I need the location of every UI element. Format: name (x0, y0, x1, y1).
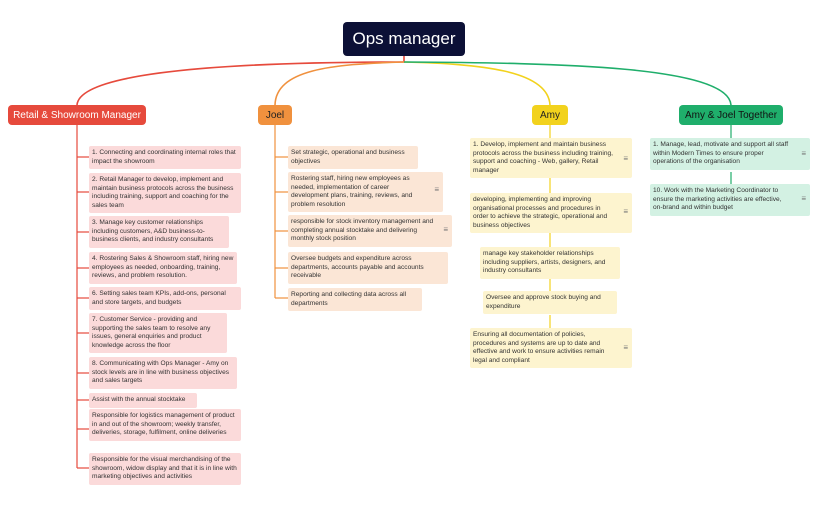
joel-item-2-text: Rostering staff, hiring new employees as… (291, 175, 413, 208)
amy-item-5-text: Ensuring all documentation of policies, … (473, 331, 605, 364)
amy-item-2[interactable]: developing, implementing and improving o… (470, 193, 632, 234)
root-node[interactable]: Ops manager (343, 22, 465, 56)
together-item-2-text: 10. Work with the Marketing Coordinator … (653, 187, 782, 212)
retail-item-2[interactable]: 2. Retail Manager to develop, implement … (89, 173, 241, 214)
branch-together-label: Amy & Joel Together (684, 109, 778, 121)
retail-item-3[interactable]: 3. Manage key customer relationships inc… (89, 216, 229, 248)
retail-item-8[interactable]: 8. Communicating with Ops Manager - Amy … (89, 357, 237, 389)
branch-amy[interactable]: Amy (532, 105, 568, 125)
branch-retail-label: Retail & Showroom Manager (13, 109, 141, 121)
notes-icon[interactable]: ≡ (801, 194, 806, 203)
amy-item-1-text: 1. Develop, implement and maintain busin… (473, 141, 614, 174)
joel-item-4[interactable]: Oversee budgets and expenditure across d… (288, 252, 448, 284)
amy-item-5[interactable]: Ensuring all documentation of policies, … (470, 328, 632, 369)
together-item-1-text: 1. Manage, lead, motivate and support al… (653, 141, 789, 166)
notes-icon[interactable]: ≡ (623, 207, 628, 216)
amy-item-1[interactable]: 1. Develop, implement and maintain busin… (470, 138, 632, 179)
branch-joel-label: Joel (265, 109, 285, 121)
together-item-2[interactable]: 10. Work with the Marketing Coordinator … (650, 184, 810, 216)
root-label: Ops manager (352, 29, 456, 48)
retail-item-6[interactable]: 6. Setting sales team KPIs, add-ons, per… (89, 287, 241, 311)
retail-item-stocktake[interactable]: Assist with the annual stocktake (89, 393, 197, 408)
retail-item-7[interactable]: 7. Customer Service - providing and supp… (89, 313, 227, 354)
joel-item-5[interactable]: Reporting and collecting data across all… (288, 288, 422, 312)
retail-item-4[interactable]: 4. Rostering Sales & Showroom staff, hir… (89, 252, 237, 284)
joel-item-3[interactable]: responsible for stock inventory manageme… (288, 215, 452, 247)
amy-item-2-text: developing, implementing and improving o… (473, 196, 608, 229)
branch-amy-label: Amy (540, 109, 560, 121)
notes-icon[interactable]: ≡ (623, 343, 628, 352)
amy-item-4[interactable]: Oversee and approve stock buying and exp… (483, 291, 617, 315)
amy-item-3[interactable]: manage key stakeholder relationships inc… (480, 247, 620, 279)
joel-item-1[interactable]: Set strategic, operational and business … (288, 146, 418, 170)
notes-icon[interactable]: ≡ (434, 185, 439, 194)
branch-joel[interactable]: Joel (258, 105, 292, 125)
together-item-1[interactable]: 1. Manage, lead, motivate and support al… (650, 138, 810, 170)
retail-item-merchandising[interactable]: Responsible for the visual merchandising… (89, 453, 241, 485)
retail-item-logistics[interactable]: Responsible for logistics management of … (89, 409, 241, 441)
branch-retail[interactable]: Retail & Showroom Manager (8, 105, 146, 125)
joel-item-3-text: responsible for stock inventory manageme… (291, 218, 434, 243)
joel-item-2[interactable]: Rostering staff, hiring new employees as… (288, 172, 443, 213)
branch-amy-joel-together[interactable]: Amy & Joel Together (679, 105, 783, 125)
notes-icon[interactable]: ≡ (801, 149, 806, 158)
notes-icon[interactable]: ≡ (623, 154, 628, 163)
notes-icon[interactable]: ≡ (443, 225, 448, 234)
retail-item-1[interactable]: 1. Connecting and coordinating internal … (89, 146, 241, 170)
